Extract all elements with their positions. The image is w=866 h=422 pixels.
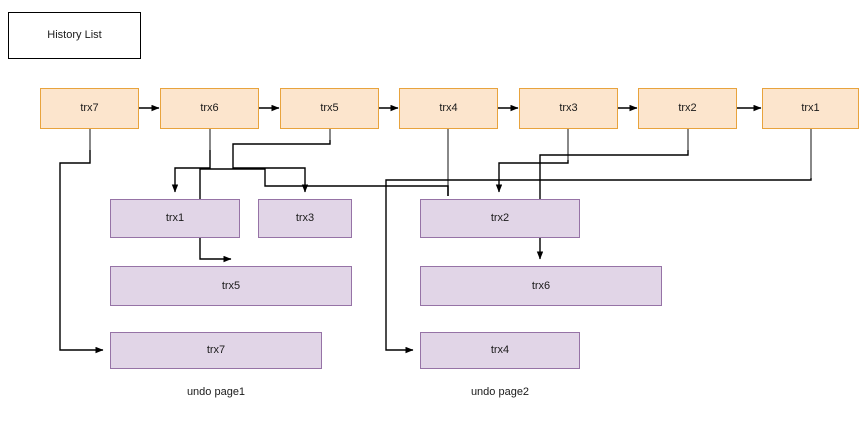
undo-link-group [59,140,812,354]
history-node-label: trx4 [439,102,458,114]
history-node-trx7[interactable]: trx7 [40,88,139,129]
undo-page1-record-trx1[interactable]: trx1 [110,199,240,238]
history-node-trx3[interactable]: trx3 [519,88,618,129]
undo-page1-record-trx7[interactable]: trx7 [110,332,322,369]
history-node-trx2[interactable]: trx2 [638,88,737,129]
undo-record-label: trx6 [531,279,551,292]
undo-page1-caption: undo page1 [186,386,246,398]
history-node-label: trx6 [200,102,219,114]
link-trx3-to-undo2-trx2 [495,160,569,193]
undo-record-label: trx2 [490,212,510,224]
undo-page2-record-trx2[interactable]: trx2 [420,199,580,238]
undo-record-label: trx4 [490,344,510,356]
undo-page2-record-trx4[interactable]: trx4 [420,332,580,369]
history-node-trx5[interactable]: trx5 [280,88,379,129]
link-trx7-to-undo1-trx7 [59,150,104,354]
history-node-label: trx5 [320,102,339,114]
history-stub-group [89,129,812,196]
link-trx5-to-undo1-trx3 [232,140,331,193]
history-node-label: trx7 [80,102,99,114]
history-node-trx4[interactable]: trx4 [399,88,498,129]
history-list-legend-box[interactable]: History List [8,12,141,59]
history-list-legend-label: History List [47,29,102,41]
history-node-label: trx1 [801,102,820,114]
history-node-label: trx2 [678,102,697,114]
undo-page2-caption: undo page2 [470,386,530,398]
history-node-trx6[interactable]: trx6 [160,88,259,129]
undo-page2-record-trx6[interactable]: trx6 [420,266,662,306]
undo-page1-record-trx3[interactable]: trx3 [258,199,352,238]
history-node-trx1[interactable]: trx1 [762,88,859,129]
undo-record-label: trx7 [206,344,226,356]
history-node-label: trx3 [559,102,578,114]
undo-record-label: trx3 [295,212,315,224]
link-trx6-to-undo1-trx1 [171,150,211,193]
undo-record-label: trx5 [221,279,241,292]
undo-page1-record-trx5[interactable]: trx5 [110,266,352,306]
undo-record-label: trx1 [165,212,185,224]
